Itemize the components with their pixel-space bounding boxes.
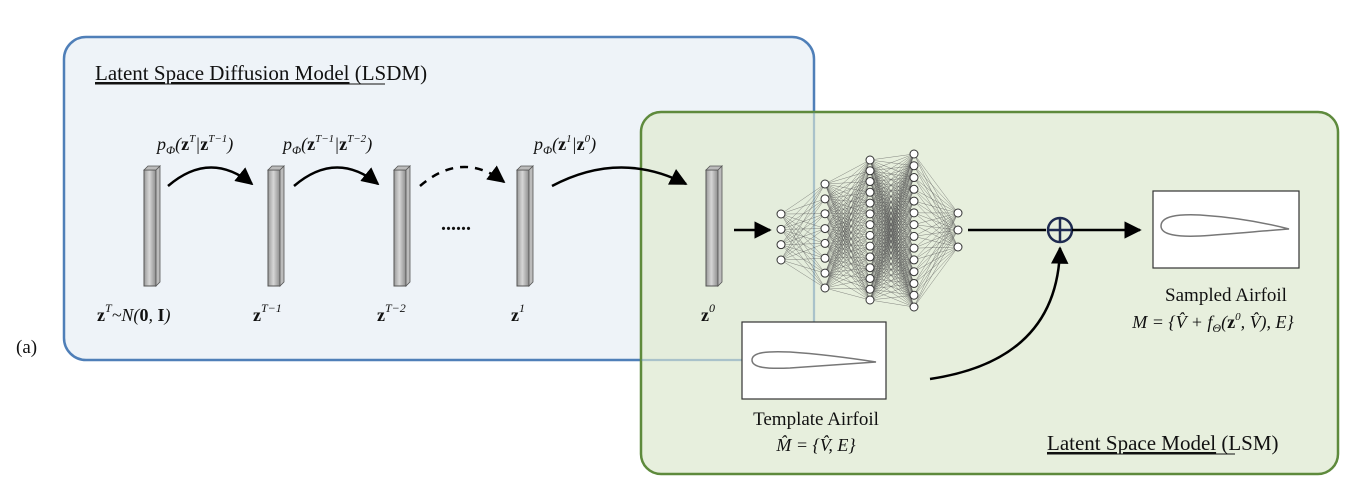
neural-network — [776, 149, 963, 312]
sampled-airfoil-label: Sampled Airfoil — [1165, 285, 1287, 306]
latent-bars — [143, 165, 723, 287]
nn-node — [865, 273, 875, 283]
nn-node — [820, 268, 830, 278]
template-airfoil-label: Template Airfoil — [753, 409, 879, 430]
nn-node — [953, 242, 963, 252]
nn-node — [820, 224, 830, 234]
latent-label-z0: z0 — [701, 301, 715, 325]
nn-node — [909, 220, 919, 230]
nn-node — [865, 209, 875, 219]
nn-node — [865, 295, 875, 305]
nn-node — [865, 263, 875, 273]
lsdm-title-underlined: Latent Space Diffusion Model — [95, 61, 350, 85]
template-airfoil-image — [741, 321, 887, 400]
latent-bar-zT2 — [393, 165, 411, 287]
nn-node — [776, 224, 786, 234]
transition-arrow-2 — [293, 166, 380, 187]
template-airfoil-formula: M̂ = {V̂, E} — [775, 435, 856, 455]
nn-node — [909, 267, 919, 277]
nn-node — [865, 220, 875, 230]
nn-node — [820, 253, 830, 263]
nn-node — [909, 184, 919, 194]
latent-label-zT: zT~N(0, I) — [97, 301, 170, 326]
lsm-title-suffix: (LSM) — [1216, 431, 1278, 455]
nn-node — [820, 179, 830, 189]
nn-node — [820, 194, 830, 204]
sampled-airfoil-image — [1152, 190, 1300, 269]
nn-node — [776, 209, 786, 219]
nn-node — [909, 255, 919, 265]
sampled-airfoil-formula: M = {V̂ + fΘ(z0, V̂), E} — [1131, 311, 1294, 335]
transition-arrow-3 — [551, 166, 688, 188]
template-airfoil-shape — [751, 350, 877, 370]
nn-node — [865, 230, 875, 240]
ellipsis: ...... — [441, 213, 471, 235]
latent-bar-zT — [143, 165, 161, 287]
latent-label-zT1: zT−1 — [253, 301, 282, 325]
nn-node — [909, 278, 919, 288]
lsdm-title-suffix: (LSDM) — [349, 61, 427, 85]
lsm-title-underlined: Latent Space Model — [1047, 431, 1216, 455]
nn-node — [865, 198, 875, 208]
nn-node — [776, 255, 786, 265]
panel-label: (a) — [16, 337, 37, 358]
sum-node-icon — [1046, 216, 1074, 244]
nn-node — [909, 196, 919, 206]
nn-node — [865, 166, 875, 176]
transition-arrow-dashed — [419, 165, 506, 187]
sampled-airfoil-shape — [1160, 214, 1290, 237]
nn-node — [953, 225, 963, 235]
latent-label-zT2: zT−2 — [377, 301, 406, 325]
latent-bar-zT1 — [267, 165, 285, 287]
nn-node — [909, 149, 919, 159]
nn-node — [776, 240, 786, 250]
lsdm-title: Latent Space Diffusion Model (LSDM) — [95, 61, 427, 85]
nn-node — [865, 252, 875, 262]
nn-node — [909, 231, 919, 241]
nn-edges — [780, 153, 959, 308]
latent-bar-z1 — [516, 165, 534, 287]
nn-node — [865, 284, 875, 294]
nn-node — [909, 173, 919, 183]
nn-node — [865, 187, 875, 197]
nn-node — [820, 238, 830, 248]
nn-node — [865, 177, 875, 187]
nn-node — [865, 241, 875, 251]
latent-label-z1: z1 — [511, 301, 525, 325]
latent-bar-z0 — [705, 165, 723, 287]
nn-node — [820, 209, 830, 219]
nn-node — [909, 290, 919, 300]
lsm-title: Latent Space Model (LSM) — [1047, 431, 1279, 455]
nn-node — [953, 208, 963, 218]
nn-node — [865, 155, 875, 165]
nn-node — [909, 161, 919, 171]
nn-node — [909, 302, 919, 312]
nn-node — [820, 283, 830, 293]
arrow-template-to-plus — [929, 246, 1069, 381]
nn-node — [909, 208, 919, 218]
transition-arrow-1 — [167, 166, 254, 187]
nn-node — [909, 243, 919, 253]
